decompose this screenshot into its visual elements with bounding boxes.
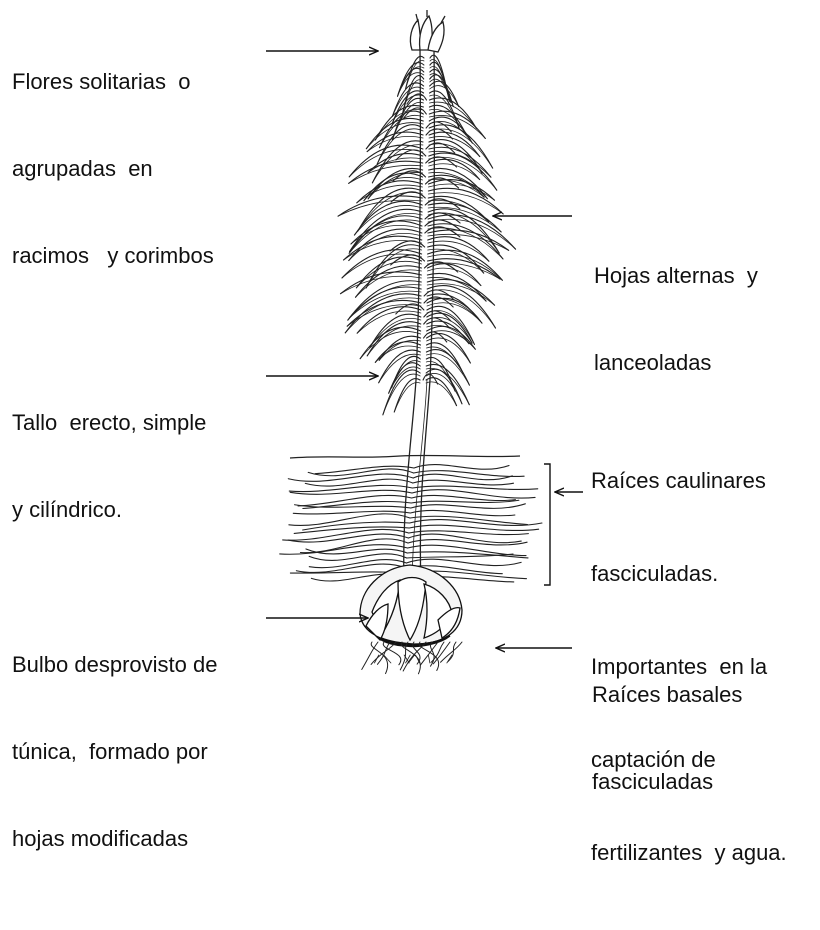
stem-root [413, 474, 512, 480]
label-flowers-line-1: Flores solitarias o [12, 67, 214, 96]
stem-roots [280, 465, 542, 582]
leaf-edge [358, 192, 423, 231]
label-leaves-line-1: Hojas alternas y [594, 261, 758, 290]
stem-root [412, 490, 535, 498]
label-basal-roots-line-1: Raíces basales [592, 680, 742, 709]
basal-root [441, 642, 462, 662]
diagram-stage: Flores solitarias o agrupadas en racimos… [0, 0, 820, 679]
leaf-edge [356, 270, 422, 297]
leaf [368, 168, 422, 198]
roots-bracket [544, 464, 550, 585]
stem-root [293, 511, 410, 514]
leaf-edge [356, 261, 421, 288]
stem-root [300, 539, 408, 553]
leaf-edge [394, 382, 420, 412]
label-basal-roots-line-2: fasciculadas [592, 767, 742, 796]
leaf [429, 125, 493, 168]
stem-root [406, 559, 521, 565]
stem-root [408, 534, 521, 543]
stem-root [413, 480, 514, 485]
stem-root [303, 522, 410, 530]
stem-root [303, 501, 411, 508]
stem-root [315, 466, 414, 474]
stem-root [409, 525, 538, 530]
leaf-edge [350, 213, 423, 251]
label-basal-roots: Raíces basales fasciculadas [592, 622, 742, 854]
label-flowers: Flores solitarias o agrupadas en racimos… [12, 9, 214, 328]
basal-root [362, 642, 378, 669]
leaf-edge [429, 172, 488, 198]
leaves [338, 55, 516, 415]
label-bulb: Bulbo desprovisto de túnica, formado por… [12, 592, 217, 911]
label-stem-line-2: y cilíndrico. [12, 495, 206, 524]
stem-root [288, 474, 413, 481]
stem-root [288, 534, 408, 542]
label-flowers-line-3: racimos y corimbos [12, 241, 214, 270]
leaf [426, 350, 469, 386]
ground-line [290, 455, 520, 458]
label-bulb-line-1: Bulbo desprovisto de [12, 650, 217, 679]
label-flowers-line-2: agrupadas en [12, 154, 214, 183]
stem-root [410, 510, 514, 515]
label-stem-roots-line-1: Raíces caulinares [591, 465, 787, 496]
stem-root [414, 465, 509, 470]
stem-root [412, 486, 537, 489]
leaf [429, 168, 488, 198]
leaf [426, 364, 469, 404]
leaf-edge [428, 254, 503, 280]
leaf-edge [427, 298, 477, 317]
leaf [340, 272, 421, 294]
stem-root [414, 471, 524, 477]
leaf-edge [427, 290, 495, 328]
leaf [428, 188, 503, 214]
label-stem-roots-line-2: fasciculadas. [591, 558, 787, 589]
label-stem-line-1: Tallo erecto, simple [12, 408, 206, 437]
basal-rootlet [428, 655, 430, 663]
leaf [367, 132, 423, 152]
label-leaves-line-2: lanceoladas [594, 348, 758, 377]
label-leaves: Hojas alternas y lanceoladas [594, 203, 758, 435]
basal-rootlet [416, 655, 420, 663]
leaf-edge [380, 115, 424, 147]
leaf [356, 266, 422, 298]
label-stem: Tallo erecto, simple y cilíndrico. [12, 350, 206, 582]
flower-bud [410, 10, 445, 52]
stem-root [298, 495, 412, 506]
label-bulb-line-3: hojas modificadas [12, 824, 217, 853]
stem-root [305, 479, 412, 486]
stem-root [411, 504, 526, 509]
leaf-edge [428, 213, 499, 253]
stem-root [407, 554, 513, 558]
label-bulb-line-2: túnica, formado por [12, 737, 217, 766]
